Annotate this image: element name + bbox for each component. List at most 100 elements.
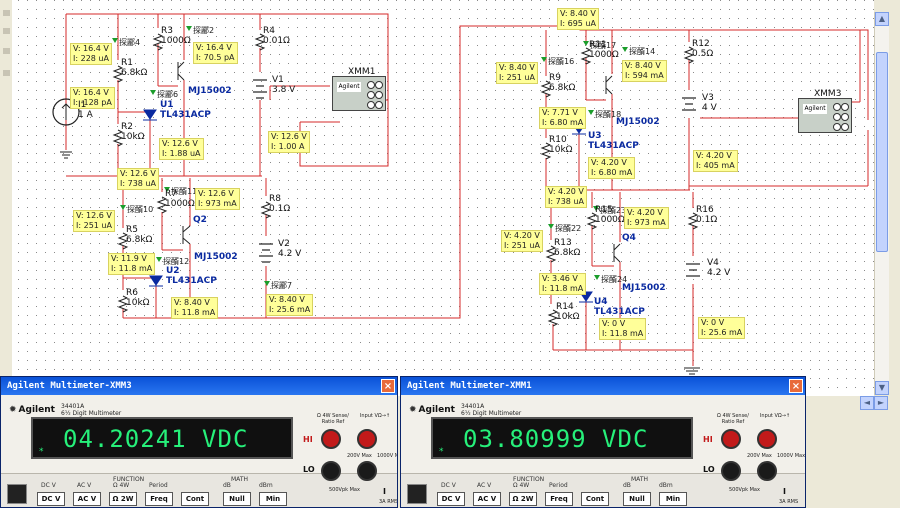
resistor-value: 1000Ω: [589, 50, 619, 60]
reading-display: 03.80999 VDC*: [431, 417, 693, 459]
scroll-thumb[interactable]: [876, 52, 888, 252]
probe-line: V: 12.6 V: [271, 132, 307, 141]
function-key[interactable]: Ω 2W: [109, 492, 137, 506]
probe-marker-icon: [264, 281, 270, 286]
function-key[interactable]: AC V: [73, 492, 101, 506]
resistor-name: R9: [549, 73, 561, 83]
function-key[interactable]: Cont ))): [181, 492, 209, 506]
function-key[interactable]: AC V: [473, 492, 501, 506]
sense-hi-jack[interactable]: [321, 429, 341, 449]
resistor-value: 10kΩ: [126, 298, 150, 308]
function-key[interactable]: Null: [223, 492, 251, 506]
close-button[interactable]: ×: [381, 379, 395, 393]
resistor-value: 0.5Ω: [692, 49, 714, 59]
resistor-name: R4: [263, 26, 275, 36]
sense-hi-jack[interactable]: [721, 429, 741, 449]
probe-line: V: 0 V: [701, 318, 725, 327]
scroll-left-button[interactable]: ◄: [860, 396, 874, 410]
probe-line: I: 25.6 mA: [701, 328, 743, 337]
right-probe-label: 探醑23: [600, 206, 627, 215]
function-key[interactable]: DC V: [37, 492, 65, 506]
key-shift-label: dB: [623, 482, 631, 489]
power-button[interactable]: [7, 484, 27, 504]
probe-line: I: 228 uA: [73, 54, 109, 63]
math-group-label: MATH: [231, 476, 248, 483]
close-button[interactable]: ×: [789, 379, 803, 393]
function-key[interactable]: Freq: [545, 492, 573, 506]
left-probe-label: 探酈7: [271, 281, 293, 290]
scroll-up-button[interactable]: ▲: [875, 12, 889, 26]
key-shift-label: Ω 4W: [113, 482, 130, 489]
power-button[interactable]: [407, 484, 427, 504]
probe-line: V: 16.4 V: [196, 43, 232, 52]
input-hi-jack[interactable]: [357, 429, 377, 449]
function-key[interactable]: Cont ))): [581, 492, 609, 506]
resistor-symbol: [156, 196, 168, 214]
function-key[interactable]: Min Max: [659, 492, 687, 506]
vertical-scrollbar[interactable]: ▲ ▼: [874, 12, 889, 395]
function-group-label: FUNCTION: [113, 476, 145, 483]
sense-lo-jack[interactable]: [321, 461, 341, 481]
resistor-symbol: [152, 33, 164, 51]
horizontal-scrollbar[interactable]: ◄ ►: [860, 396, 888, 410]
function-key[interactable]: Ω 2W: [509, 492, 537, 506]
current-label: I: [783, 487, 786, 496]
agilent-logo: ✹Agilent: [9, 405, 55, 415]
input-lo-jack[interactable]: [757, 461, 777, 481]
probe-line: V: 4.20 V: [504, 231, 540, 240]
input-lo-jack[interactable]: [357, 461, 377, 481]
function-key[interactable]: Freq: [145, 492, 173, 506]
probe-line: I: 738 uA: [548, 197, 584, 206]
function-key[interactable]: DC V: [437, 492, 465, 506]
xmm1-instrument[interactable]: Agilent: [332, 76, 386, 111]
reading-display: 04.20241 VDC*: [31, 417, 293, 459]
probe-line: V: 0 V: [602, 319, 626, 328]
input-hi-jack[interactable]: [757, 429, 777, 449]
key-shift-label: Period: [549, 482, 568, 489]
xmm3-instrument[interactable]: Agilent: [798, 98, 852, 133]
scroll-right-button[interactable]: ►: [874, 396, 888, 410]
function-key[interactable]: Null: [623, 492, 651, 506]
scroll-down-button[interactable]: ▼: [875, 381, 889, 395]
probe-line: V: 4.20 V: [591, 158, 627, 167]
resistor-symbol: [260, 201, 272, 219]
key-shift-label: DC V: [41, 482, 56, 489]
sense-lo-jack[interactable]: [721, 461, 741, 481]
source-name: V4: [707, 258, 719, 268]
agilent-logo: ✹Agilent: [409, 405, 455, 415]
probe-marker-icon: [541, 57, 547, 62]
probe-line: V: 4.20 V: [696, 151, 732, 160]
probe-line: I: 11.8 mA: [542, 284, 584, 293]
xmm1-label: XMM1: [348, 67, 376, 77]
probe-line: I: 6.80 mA: [591, 168, 633, 177]
source-name: V1: [272, 75, 284, 85]
v200-label: 200V Max: [347, 453, 372, 459]
model-description: 6½ Digit Multimeter: [61, 410, 122, 417]
resistor-value: 10kΩ: [556, 312, 580, 322]
hi-label: HI: [703, 435, 713, 444]
resistor-symbol: [112, 129, 124, 147]
left-probe-label: 探酈2: [193, 26, 215, 35]
right-transistor-label: Q4: [622, 233, 636, 243]
probe-line: I: 251 uA: [76, 221, 112, 230]
function-key[interactable]: Min Max: [259, 492, 287, 506]
input-label: Input VΩ→↑: [359, 413, 391, 419]
window-titlebar: Agilent Multimeter-XMM1×: [401, 377, 805, 395]
probe-line: I: -128 pA: [73, 98, 112, 107]
